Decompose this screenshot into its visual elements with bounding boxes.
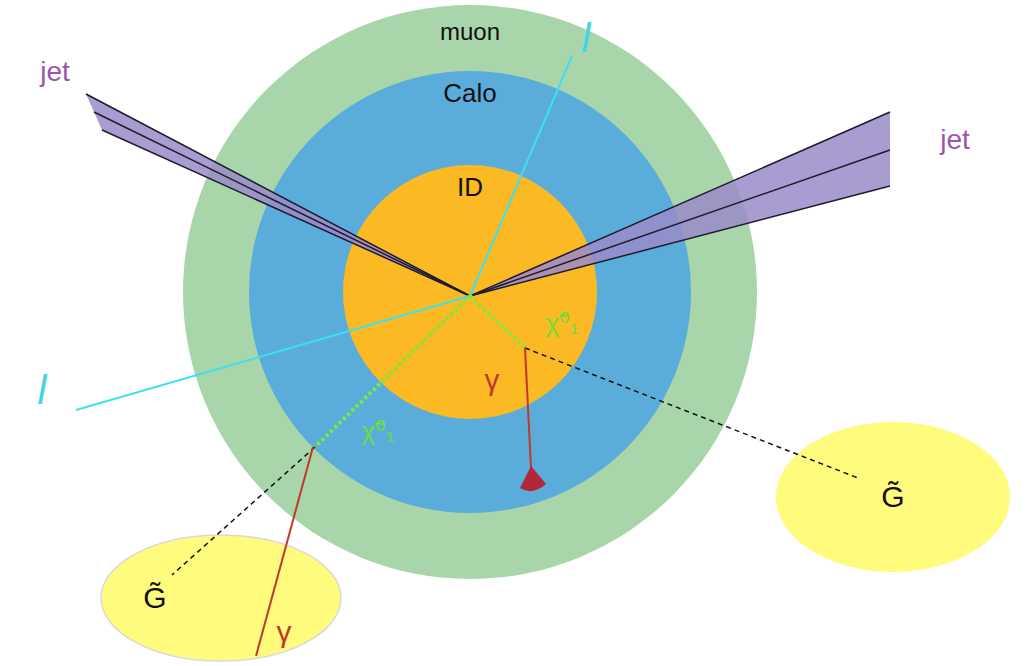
region-label: Calo xyxy=(443,79,496,109)
lepton-label: l xyxy=(582,15,591,61)
gravitino-track xyxy=(525,348,858,478)
jet-line xyxy=(470,186,890,296)
lepton-track xyxy=(470,56,572,296)
jet-line xyxy=(470,150,890,296)
region-label: muon xyxy=(440,18,500,46)
jet-line xyxy=(470,112,890,296)
muon-spectrometer: ID Calo muon xyxy=(182,4,758,580)
jet-cone xyxy=(470,112,890,296)
gravitino-region-shape xyxy=(101,535,341,661)
neutralino-track xyxy=(315,296,470,447)
gravitino-track xyxy=(172,447,315,575)
lepton-track xyxy=(76,296,470,410)
neutralino-label: χ̃⁰₁ xyxy=(362,417,395,447)
region-label: G̃ xyxy=(143,581,166,616)
jet-label: jet xyxy=(940,124,970,156)
neutralino-track xyxy=(470,296,525,348)
neutralino-label: χ̃⁰₁ xyxy=(546,309,579,339)
jet-cone xyxy=(86,94,470,296)
photon-label: γ xyxy=(485,363,500,398)
gravitino-region-shape xyxy=(776,422,1010,572)
photon-shower xyxy=(520,466,546,491)
region-label: ID xyxy=(457,173,483,203)
jet-line xyxy=(102,130,470,296)
jet-line xyxy=(94,112,470,296)
jet-line xyxy=(86,94,470,296)
region-label: G̃ xyxy=(881,480,904,515)
photon-track xyxy=(525,348,531,468)
calorimeter-shape xyxy=(249,71,691,513)
gravitino-region: G̃ γ xyxy=(100,534,342,662)
lepton-label: l xyxy=(38,367,47,413)
inner-detector-outline xyxy=(342,164,598,420)
jet-label: jet xyxy=(40,56,70,88)
photon-label: γ xyxy=(277,615,292,650)
photon-track xyxy=(256,447,313,656)
inner-detector: ID xyxy=(342,164,598,420)
gravitino-region-outline xyxy=(100,534,342,662)
gravitino-region: G̃ xyxy=(775,421,1011,573)
muon-spectrometer-shape xyxy=(183,5,757,579)
